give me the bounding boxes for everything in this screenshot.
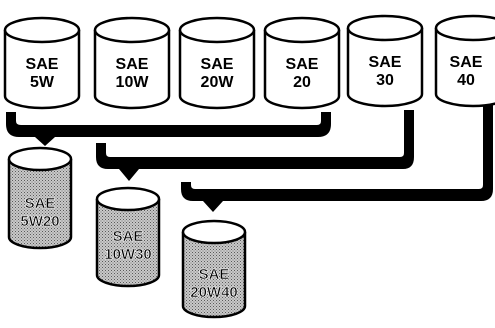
- can-sae-20w: SAE 20W: [178, 16, 256, 110]
- can-label-grade: 5W20: [20, 213, 59, 230]
- can-label-top: SAE: [26, 56, 59, 73]
- can-label-grade: 20W40: [190, 284, 238, 301]
- can-label-top: SAE: [25, 195, 56, 212]
- can-label-top: SAE: [450, 54, 483, 71]
- bracket-5w20: [6, 112, 331, 146]
- can-label-grade: 5W: [30, 74, 55, 91]
- can-sae-20w40: SAE 20W40: [181, 219, 247, 319]
- can-label-grade: 10W30: [104, 246, 152, 263]
- can-label-top: SAE: [113, 228, 144, 245]
- can-sae-10w: SAE 10W: [93, 16, 171, 110]
- bracket-20w40: [181, 95, 493, 212]
- can-sae-5w: SAE 5W: [3, 16, 81, 110]
- can-sae-10w30: SAE 10W30: [95, 186, 161, 288]
- can-label-grade: 10W: [116, 74, 150, 91]
- bracket-10w30: [96, 110, 414, 181]
- can-label-top: SAE: [199, 266, 230, 283]
- can-label-grade: 20: [293, 74, 311, 91]
- can-sae-20: SAE 20: [263, 16, 341, 110]
- can-sae-5w20: SAE 5W20: [7, 146, 73, 250]
- can-sae-40: SAE 40: [434, 14, 495, 108]
- can-label-grade: 40: [457, 72, 475, 89]
- can-label-top: SAE: [286, 56, 319, 73]
- can-label-grade: 20W: [201, 74, 235, 91]
- can-label-top: SAE: [369, 54, 402, 71]
- can-label-top: SAE: [116, 56, 149, 73]
- can-label-grade: 30: [376, 72, 394, 89]
- can-sae-30: SAE 30: [346, 14, 424, 108]
- bracket-connectors: [6, 95, 493, 212]
- can-label-top: SAE: [201, 56, 234, 73]
